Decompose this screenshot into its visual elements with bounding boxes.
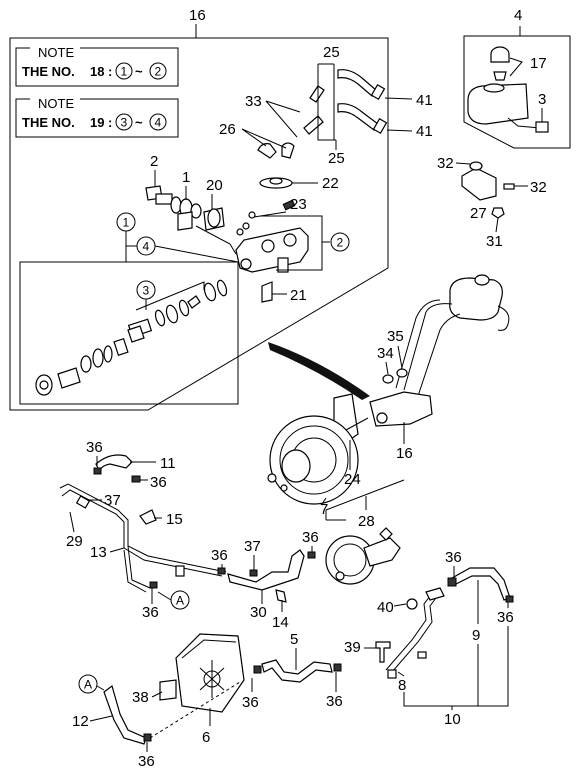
- note-prefix: THE NO.: [22, 115, 75, 130]
- callout-3-top: 3: [538, 91, 546, 108]
- circle-callout-a-bottom: A: [84, 678, 92, 692]
- callout-36-i: 36: [326, 693, 343, 710]
- callout-36-k: 36: [138, 753, 155, 770]
- circle-callout-a-left: A: [176, 594, 184, 608]
- pointer-arrow: [268, 342, 370, 400]
- callout-16-right: 16: [396, 445, 413, 462]
- small-booster: [325, 527, 401, 585]
- callout-16-top: 16: [189, 7, 206, 24]
- callout-37-left: 37: [104, 492, 121, 509]
- note-separator: :: [108, 64, 112, 79]
- callout-5: 5: [290, 631, 298, 648]
- callout-24: 24: [344, 471, 361, 488]
- callout-32-left: 32: [437, 155, 454, 172]
- callout-26: 26: [219, 121, 236, 138]
- circle-callout-1: 1: [123, 216, 130, 230]
- callout-36-c: 36: [142, 604, 159, 621]
- callout-13: 13: [90, 544, 107, 561]
- callout-20: 20: [206, 177, 223, 194]
- circle-callout-4: 4: [143, 240, 150, 254]
- callout-22: 22: [322, 175, 339, 192]
- vacuum-line-right: [385, 567, 514, 679]
- callout-4: 4: [514, 7, 522, 24]
- circle-callout-3: 3: [143, 284, 150, 298]
- callout-36-d: 36: [211, 547, 228, 564]
- piston-kit-subpanel: 3: [19, 261, 239, 405]
- vacuum-tank: [159, 633, 245, 713]
- callout-35: 35: [387, 328, 404, 345]
- callout-36-a: 36: [86, 439, 103, 456]
- callout-36-g: 36: [445, 549, 462, 566]
- reservoir-panel: 4 17 3: [463, 7, 571, 149]
- callout-28: 28: [358, 513, 375, 530]
- callout-40: 40: [377, 599, 394, 616]
- booster-assembly: [267, 274, 510, 505]
- callout-41-upper: 41: [416, 92, 433, 109]
- mounting-bracket: 32 32 27 31: [437, 155, 547, 250]
- callout-2-top: 2: [150, 153, 158, 170]
- note-tilde: ~: [135, 115, 143, 130]
- callout-41-lower: 41: [416, 123, 433, 140]
- vacuum-line-left: [59, 454, 316, 603]
- callout-36-f: 36: [302, 529, 319, 546]
- callout-14: 14: [272, 614, 289, 631]
- callout-25-bottom: 25: [328, 150, 345, 167]
- callout-1: 1: [182, 169, 190, 186]
- callout-38: 38: [132, 689, 149, 706]
- reservoir-hoses: [257, 69, 388, 189]
- note-title: NOTE: [38, 96, 74, 111]
- note-range-to: 2: [155, 65, 162, 79]
- note-prefix: THE NO.: [22, 64, 75, 79]
- note-box-18: NOTE THE NO. 18 : 1 ~ 2: [15, 43, 179, 87]
- note-range-from: 3: [121, 116, 128, 130]
- callout-36-j: 36: [242, 694, 259, 711]
- callout-36-b: 36: [150, 474, 167, 491]
- callout-25-top: 25: [323, 44, 340, 61]
- note-range-to: 4: [155, 116, 162, 130]
- note-part-number: 19: [90, 115, 104, 130]
- note-range-from: 1: [121, 65, 128, 79]
- callout-9: 9: [472, 627, 480, 644]
- callout-39: 39: [344, 639, 361, 656]
- callout-15: 15: [166, 511, 183, 528]
- callout-29: 29: [66, 533, 83, 550]
- cylinder-upper-parts: [145, 185, 225, 231]
- callout-32-right: 32: [530, 179, 547, 196]
- callout-33: 33: [245, 93, 262, 110]
- callout-37-mid: 37: [244, 538, 261, 555]
- master-cylinder-panel: 16 NOTE THE NO. 18 : 1 ~ 2 NOTE THE NO. …: [9, 7, 433, 411]
- note-separator: :: [108, 115, 112, 130]
- callout-8: 8: [398, 677, 406, 694]
- hose-5: [253, 659, 342, 683]
- callout-17: 17: [530, 55, 547, 72]
- note-tilde: ~: [135, 64, 143, 79]
- callout-36-h: 36: [497, 609, 514, 626]
- callout-27: 27: [470, 205, 487, 222]
- callout-11: 11: [160, 455, 176, 472]
- callout-21: 21: [290, 287, 307, 304]
- callout-31: 31: [486, 233, 503, 250]
- callout-7: 7: [320, 501, 328, 518]
- note-title: NOTE: [38, 45, 74, 60]
- callout-30: 30: [250, 604, 267, 621]
- callout-6: 6: [202, 729, 210, 746]
- callout-34: 34: [377, 345, 394, 362]
- note-part-number: 18: [90, 64, 104, 79]
- circle-callout-2: 2: [337, 236, 344, 250]
- note-box-19: NOTE THE NO. 19 : 3 ~ 4: [15, 94, 179, 138]
- callout-10: 10: [444, 711, 461, 728]
- master-cylinder-body: [235, 199, 309, 303]
- callout-12: 12: [72, 713, 89, 730]
- callout-23: 23: [290, 196, 307, 213]
